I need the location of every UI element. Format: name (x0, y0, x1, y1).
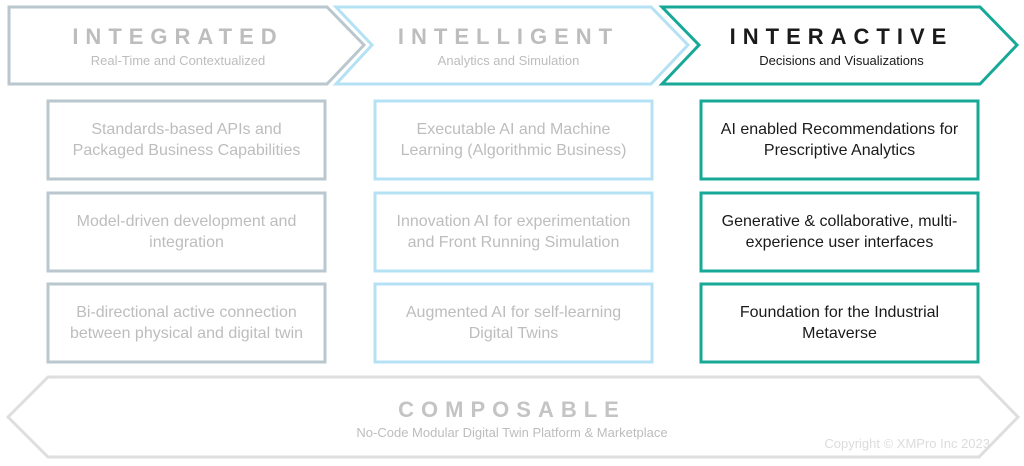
integrated-subtitle: Real-Time and Contextualized (90, 53, 266, 68)
intelligent-subtitle: Analytics and Simulation (437, 53, 580, 68)
intelligent-item-3: Augmented AI for self-learning Digital T… (405, 304, 622, 342)
intelligent-item-1: Executable AI and Machine Learning (Algo… (400, 121, 627, 159)
intelligent-item-2: Innovation AI for experimentation and Fr… (396, 213, 631, 251)
intelligent-box-2 (373, 191, 654, 273)
interactive-title: INTERACTIVE (729, 24, 954, 49)
integrated-item-2: Model-driven development and integration (76, 213, 297, 251)
integrated-box-1 (46, 99, 327, 181)
composable-hexagon (5, 375, 1021, 459)
intelligent-chevron (332, 5, 691, 86)
integrated-chevron (7, 5, 367, 86)
integrated-item-1: Standards-based APIs and Packaged Busine… (72, 121, 301, 159)
composable-title: COMPOSABLE (398, 397, 626, 422)
copyright-notice: Copyright © XMPro Inc 2023 (824, 436, 990, 451)
integrated-box-3 (46, 282, 327, 364)
intelligent-box-3 (373, 282, 654, 364)
composable-subtitle: No-Code Modular Digital Twin Platform & … (356, 425, 668, 440)
interactive-item-1: AI enabled Recommendations for Prescript… (720, 121, 959, 159)
integrated-item-3: Bi-directional active connection between… (69, 304, 304, 342)
integrated-title: INTEGRATED (72, 24, 284, 49)
intelligent-title: INTELLIGENT (397, 24, 620, 49)
interactive-item-3: Foundation for the Industrial Metaverse (739, 304, 940, 342)
interactive-box-2 (699, 191, 980, 273)
interactive-chevron (658, 5, 1020, 86)
intelligent-box-1 (373, 99, 654, 181)
interactive-box-3 (699, 282, 980, 364)
interactive-box-1 (699, 99, 980, 181)
interactive-item-2: Generative & collaborative, multi-experi… (721, 213, 958, 251)
integrated-box-2 (46, 191, 327, 273)
interactive-subtitle: Decisions and Visualizations (759, 53, 924, 68)
